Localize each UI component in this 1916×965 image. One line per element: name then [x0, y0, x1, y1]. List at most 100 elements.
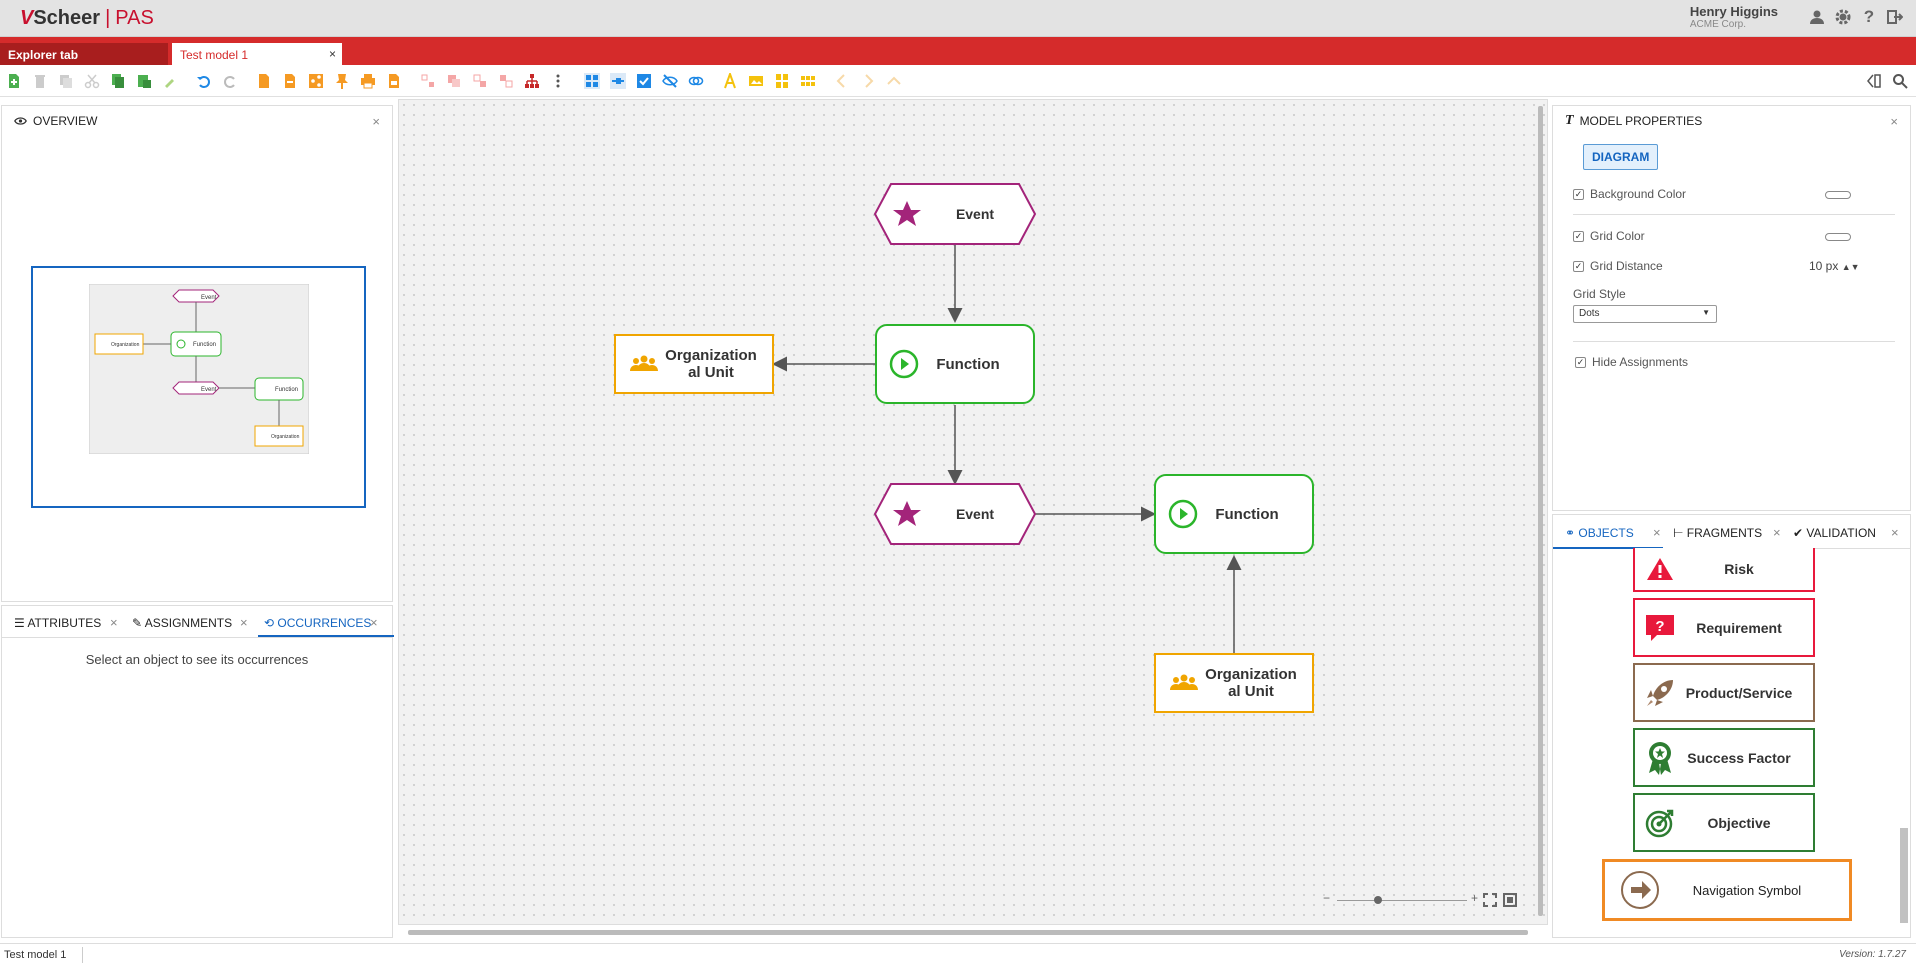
report-icon[interactable]: [386, 73, 402, 89]
stepper-icon[interactable]: ▲▼: [1841, 262, 1860, 272]
tab-explorer[interactable]: Explorer tab: [0, 43, 168, 65]
canvas-horizontal-scrollbar[interactable]: [408, 930, 1528, 935]
fit-screen-icon[interactable]: [1483, 893, 1497, 907]
grid-style-select[interactable]: Dots ▼: [1573, 305, 1717, 323]
function-node-2[interactable]: Function: [1154, 474, 1314, 554]
object-product-service[interactable]: Product/Service: [1633, 663, 1815, 722]
object-success-factor[interactable]: Success Factor: [1633, 728, 1815, 787]
help-icon[interactable]: ?: [1863, 7, 1875, 26]
eye-icon: [14, 117, 27, 125]
close-tab-icon[interactable]: ×: [328, 47, 336, 61]
canvas-vertical-scrollbar[interactable]: [1538, 106, 1543, 916]
export-icon[interactable]: [282, 73, 298, 89]
tab-occurrences-label: OCCURRENCES: [277, 616, 372, 630]
collapse-panel-icon[interactable]: [1866, 73, 1882, 89]
object-risk[interactable]: Risk: [1633, 548, 1815, 592]
check-icon[interactable]: [636, 73, 652, 89]
import-icon[interactable]: [256, 73, 272, 89]
function-node-2-label: Function: [1215, 505, 1279, 523]
object-objective[interactable]: Objective: [1633, 793, 1815, 852]
grid-distance-label: Grid Distance: [1590, 259, 1663, 273]
zoom-slider-handle[interactable]: [1374, 896, 1382, 904]
visibility-off-icon[interactable]: [662, 73, 678, 89]
search-icon[interactable]: [1892, 73, 1908, 89]
objects-scrollbar[interactable]: [1900, 828, 1908, 923]
close-objects-icon[interactable]: ×: [1653, 525, 1661, 540]
grid-color-label: Grid Color: [1590, 229, 1645, 243]
zoom-out-button[interactable]: −: [1323, 891, 1331, 905]
undo-icon[interactable]: [196, 73, 212, 89]
close-fragments-icon[interactable]: ×: [1773, 525, 1781, 540]
user-info[interactable]: Henry Higgins ACME Corp.: [1690, 4, 1778, 30]
actual-size-icon[interactable]: [1503, 893, 1517, 907]
new-model-icon[interactable]: [6, 73, 22, 89]
grid-distance-checkbox[interactable]: ✓: [1573, 260, 1584, 272]
paste-icon[interactable]: [136, 73, 152, 89]
hide-assignments-label: Hide Assignments: [1592, 355, 1689, 369]
gear-icon[interactable]: [1834, 8, 1852, 26]
format-brush-icon: [165, 79, 174, 88]
pin-icon[interactable]: [334, 73, 350, 89]
org-unit-node-2[interactable]: Organization al Unit: [1154, 653, 1314, 713]
link-icon[interactable]: [688, 73, 704, 89]
text-icon[interactable]: [722, 73, 738, 89]
close-attributes-icon[interactable]: ×: [110, 615, 118, 630]
connector-icon[interactable]: [610, 73, 626, 89]
tab-assignments[interactable]: ✎ ASSIGNMENTS: [132, 616, 233, 630]
divider: [1573, 341, 1895, 342]
mini-org-2: Organization: [271, 434, 300, 440]
copy-icon[interactable]: [110, 73, 126, 89]
align-icon: [421, 74, 434, 87]
chevron-down-icon: ▼: [1702, 308, 1710, 317]
grid-view-icon[interactable]: [584, 73, 600, 89]
tab-attributes[interactable]: ☰ ATTRIBUTES: [14, 616, 102, 630]
document-tabs: Explorer tab Test model 1 ×: [0, 37, 1916, 65]
tab-diagram[interactable]: DIAGRAM: [1583, 144, 1659, 170]
tab-validation[interactable]: ✔ VALIDATION: [1793, 526, 1876, 540]
mini-function-2: Function: [275, 387, 298, 393]
event-node-1[interactable]: [873, 183, 1037, 245]
print-icon[interactable]: [360, 73, 376, 89]
user-icon[interactable]: [1808, 8, 1826, 26]
table-icon[interactable]: [800, 73, 816, 89]
tab-fragments[interactable]: ⊢ FRAGMENTS: [1673, 526, 1763, 540]
grid-color-swatch[interactable]: [1825, 233, 1851, 241]
event-node-2[interactable]: [873, 483, 1037, 545]
close-properties-icon[interactable]: ×: [1890, 114, 1898, 129]
close-overview-icon[interactable]: ×: [372, 114, 380, 129]
tab-objects-label: OBJECTS: [1578, 526, 1634, 540]
close-validation-icon[interactable]: ×: [1891, 525, 1899, 540]
zoom-in-button[interactable]: +: [1471, 891, 1479, 905]
share-icon[interactable]: [308, 73, 324, 89]
tab-objects[interactable]: ⚭ OBJECTS: [1565, 526, 1634, 540]
object-requirement[interactable]: ? Requirement: [1633, 598, 1815, 657]
hide-assignments-checkbox[interactable]: ✓: [1575, 356, 1586, 368]
more-icon[interactable]: [550, 73, 566, 89]
delete-icon: [35, 75, 45, 88]
swimlane-icon[interactable]: [774, 73, 790, 89]
image-icon[interactable]: [748, 73, 764, 89]
close-assignments-icon[interactable]: ×: [240, 615, 248, 630]
tab-occurrences[interactable]: ⟲ OCCURRENCES: [264, 616, 372, 630]
function-node-1[interactable]: Function: [875, 324, 1035, 404]
diagram-canvas[interactable]: Event Event Function Function Organizati…: [398, 99, 1548, 925]
close-occurrences-icon[interactable]: ×: [370, 615, 378, 630]
model-properties-panel: T MODEL PROPERTIES × DIAGRAM ✓ Backgroun…: [1552, 105, 1911, 511]
object-navigation-symbol[interactable]: Navigation Symbol: [1602, 859, 1852, 921]
object-requirement-label: Requirement: [1696, 619, 1782, 636]
logout-icon[interactable]: [1886, 8, 1904, 26]
copy-disabled-icon: [60, 75, 72, 88]
background-color-swatch[interactable]: [1825, 191, 1851, 199]
zoom-slider-track[interactable]: [1337, 900, 1467, 901]
background-color-checkbox[interactable]: ✓: [1573, 188, 1584, 200]
overview-viewport[interactable]: Event Function Organization Event Functi…: [31, 266, 366, 508]
hierarchy-icon[interactable]: [524, 73, 540, 89]
event-node-2-label: Event: [955, 506, 995, 522]
tab-test-model[interactable]: Test model 1 ×: [172, 43, 342, 65]
org-unit-node-1[interactable]: Organization al Unit: [614, 334, 774, 394]
grid-color-checkbox[interactable]: ✓: [1573, 230, 1584, 242]
status-model-name: Test model 1: [4, 949, 67, 961]
people-icon: [630, 355, 658, 371]
group-icon: [473, 74, 486, 87]
grid-distance-input[interactable]: 10 px ▲▼: [1809, 259, 1860, 273]
